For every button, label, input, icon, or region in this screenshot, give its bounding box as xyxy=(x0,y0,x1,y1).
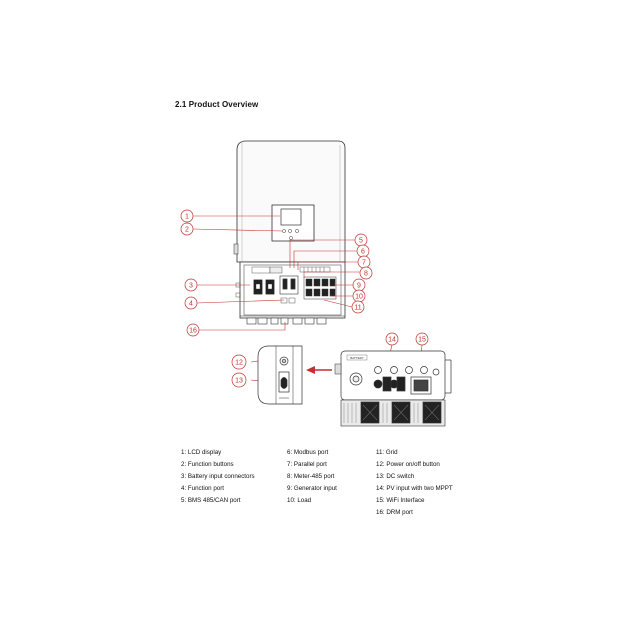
legend-item: 15: WiFi Interface xyxy=(376,496,425,504)
legend-item: 13: DC switch xyxy=(376,472,415,480)
legend-column-1: 1: LCD display 2: Function buttons 3: Ba… xyxy=(181,447,255,507)
callout-9: 9 xyxy=(357,283,361,290)
legend-item: 7: Parallel port xyxy=(287,460,327,468)
callout-15: 15 xyxy=(418,337,426,344)
legend-item: 5: BMS 485/CAN port xyxy=(181,496,241,504)
callout-3: 3 xyxy=(189,283,193,290)
legend-item: 4: Function port xyxy=(181,484,224,492)
legend-column-2: 6: Modbus port 7: Parallel port 8: Meter… xyxy=(287,447,337,507)
legend-item: 10: Load xyxy=(287,496,312,504)
callout-2: 2 xyxy=(185,227,189,234)
legend-column-3: 11: Grid 12: Power on/off button 13: DC … xyxy=(376,447,453,518)
inverter-front-view xyxy=(233,140,346,325)
callout-6: 6 xyxy=(361,249,365,256)
legend-item: 8: Meter-485 port xyxy=(287,472,335,480)
function-buttons xyxy=(282,229,299,240)
dc-switch-icon xyxy=(280,377,288,389)
legend-item: 11: Grid xyxy=(376,449,398,456)
legend-item: 6: Modbus port xyxy=(287,449,329,456)
legend-item: 9: Generator input xyxy=(287,484,337,492)
legend-item: 2: Function buttons xyxy=(181,460,234,468)
pointer-arrow xyxy=(306,366,332,374)
callout-circles xyxy=(180,209,429,388)
legend-item: 16: DRM port xyxy=(376,508,413,516)
callout-14: 14 xyxy=(388,337,396,344)
callout-1: 1 xyxy=(185,214,189,221)
callout-7: 7 xyxy=(362,260,366,267)
callout-5: 5 xyxy=(359,238,363,245)
inverter-bottom-view: BATTERY xyxy=(334,350,452,427)
legend-item: 3: Battery input connectors xyxy=(181,472,255,480)
legend-item: 12: Power on/off button xyxy=(376,460,440,468)
callout-4: 4 xyxy=(189,301,193,308)
callout-10: 10 xyxy=(355,294,363,301)
legend-item: 1: LCD display xyxy=(181,449,222,456)
callout-8: 8 xyxy=(364,271,368,278)
callout-11: 11 xyxy=(354,305,361,312)
battery-tag-label: BATTERY xyxy=(350,356,364,360)
callout-16: 16 xyxy=(189,328,197,335)
section-title: 2.1 Product Overview xyxy=(175,100,259,109)
callout-12: 12 xyxy=(235,360,243,367)
switch-detail-view xyxy=(257,345,303,405)
callout-13: 13 xyxy=(235,378,243,385)
lcd-display xyxy=(280,208,302,226)
legend-item: 14: PV input with two MPPT xyxy=(376,484,453,492)
